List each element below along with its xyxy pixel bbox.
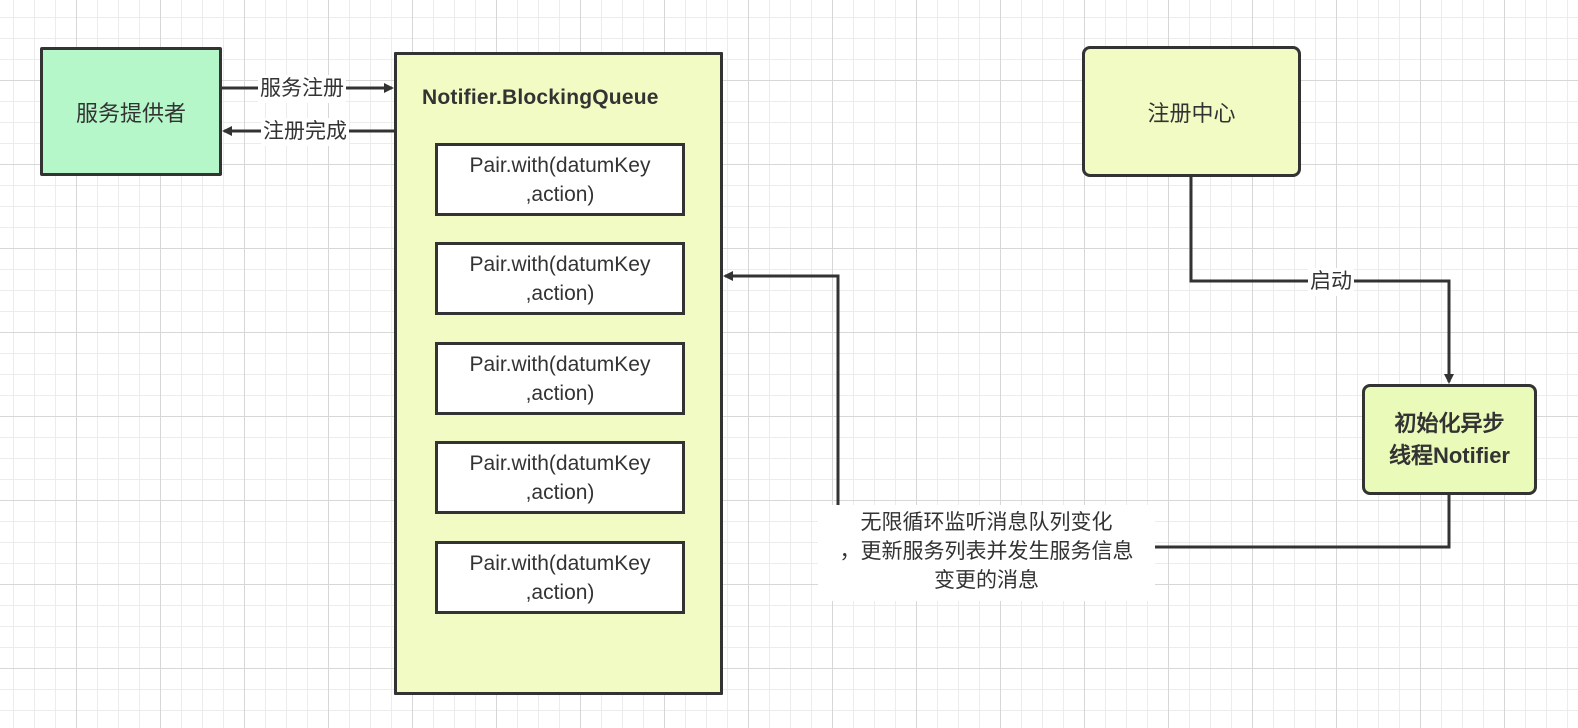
queue-item-line-1: Pair.with(datumKey [469,352,651,376]
complete-edge-label: 注册完成 [261,118,349,146]
register-edge-label: 服务注册 [258,75,346,103]
queue-item-line-2: ,action) [525,580,595,604]
service-provider-label: 服务提供者 [75,100,186,126]
loop-edge-label: 无限循环监听消息队列变化 ，更新服务列表并发生服务信息 变更的消息 [818,505,1155,601]
queue-item-line-2: ,action) [525,182,595,206]
queue-item-line-2: ,action) [525,281,595,305]
notifier-thread-label: 初始化异步 线程Notifier [1388,410,1510,468]
queue-item[interactable]: Pair.with(datumKey ,action) [435,242,685,315]
queue-item-line-2: ,action) [525,381,595,405]
queue-item-line-1: Pair.with(datumKey [469,252,651,276]
notifier-blocking-queue-node[interactable]: Notifier.BlockingQueue Pair.with(datumKe… [394,52,723,695]
queue-item[interactable]: Pair.with(datumKey ,action) [435,541,685,614]
queue-item[interactable]: Pair.with(datumKey ,action) [435,441,685,514]
queue-item[interactable]: Pair.with(datumKey ,action) [435,143,685,216]
queue-item-line-1: Pair.with(datumKey [469,551,651,575]
queue-item-line-1: Pair.with(datumKey [469,451,651,475]
registry-center-node[interactable]: 注册中心 [1082,46,1301,177]
registry-center-label: 注册中心 [1147,100,1236,126]
queue-item-line-1: Pair.with(datumKey [469,153,651,177]
service-provider-node[interactable]: 服务提供者 [40,47,222,176]
start-edge-label: 启动 [1308,268,1354,296]
queue-title: Notifier.BlockingQueue [422,86,659,109]
notifier-thread-node[interactable]: 初始化异步 线程Notifier [1362,384,1537,495]
queue-item-line-2: ,action) [525,480,595,504]
queue-item[interactable]: Pair.with(datumKey ,action) [435,342,685,415]
